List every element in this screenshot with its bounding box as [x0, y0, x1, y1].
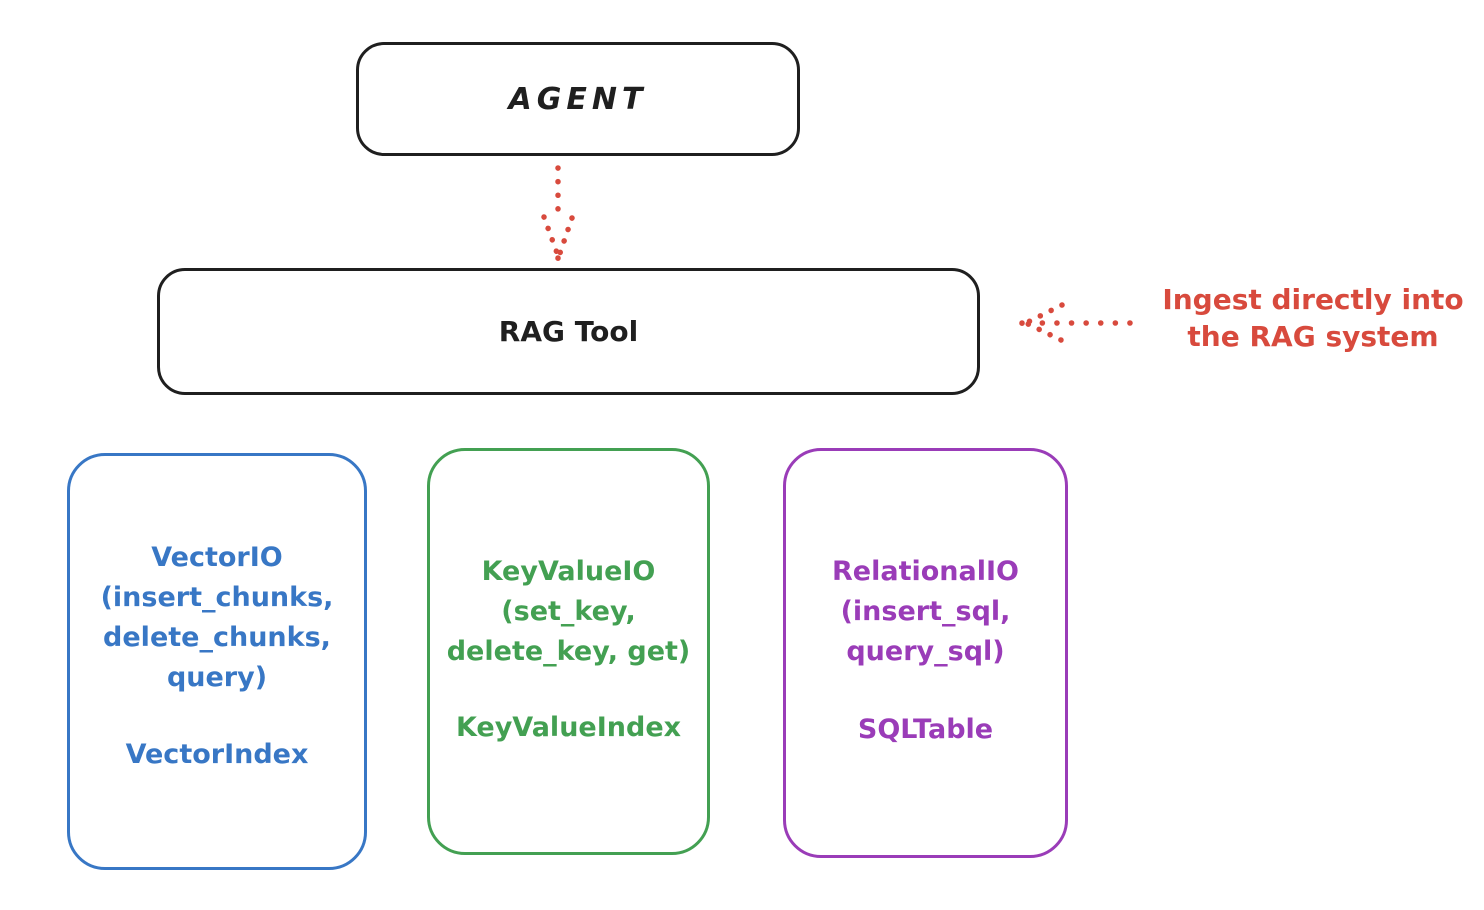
vectorio-text: VectorIO (insert_chunks, delete_chunks, … [70, 538, 364, 775]
backend-line: (insert_chunks, [100, 582, 334, 613]
rag-tool-node: RAG Tool [157, 268, 980, 395]
backend-line: (insert_sql, [840, 596, 1011, 627]
rag-tool-label: RAG Tool [498, 315, 639, 348]
backend-line: query) [166, 662, 268, 693]
backend-line: delete_chunks, [103, 622, 331, 653]
relationalio-text: RelationalIO (insert_sql, query_sql) SQL… [786, 552, 1065, 750]
keyvalue-index-label: KeyValueIndex [455, 712, 682, 743]
backend-line: query_sql) [846, 636, 1005, 667]
ingest-annotation-line1: Ingest directly into [1162, 283, 1464, 316]
vectorio-node: VectorIO (insert_chunks, delete_chunks, … [67, 453, 367, 870]
agent-node: AGENT [356, 42, 800, 156]
backend-line: KeyValueIO [481, 556, 656, 587]
ingest-left-arrow-icon [1019, 302, 1133, 343]
vector-index-label: VectorIndex [125, 739, 309, 770]
sqltable-label: SQLTable [857, 714, 994, 745]
backend-line: RelationalIO [832, 556, 1019, 587]
relationalio-node: RelationalIO (insert_sql, query_sql) SQL… [783, 448, 1068, 858]
agent-to-rag-down-arrow-icon [541, 165, 575, 261]
agent-label: AGENT [508, 81, 648, 117]
backend-line: VectorIO [151, 542, 283, 573]
backend-line: delete_key, get) [446, 636, 691, 667]
backend-line: (set_key, [501, 596, 636, 627]
ingest-annotation-line2: the RAG system [1187, 320, 1439, 353]
ingest-annotation: Ingest directly into the RAG system [1143, 281, 1483, 355]
keyvalueio-node: KeyValueIO (set_key, delete_key, get) Ke… [427, 448, 710, 855]
keyvalueio-text: KeyValueIO (set_key, delete_key, get) Ke… [430, 552, 707, 748]
